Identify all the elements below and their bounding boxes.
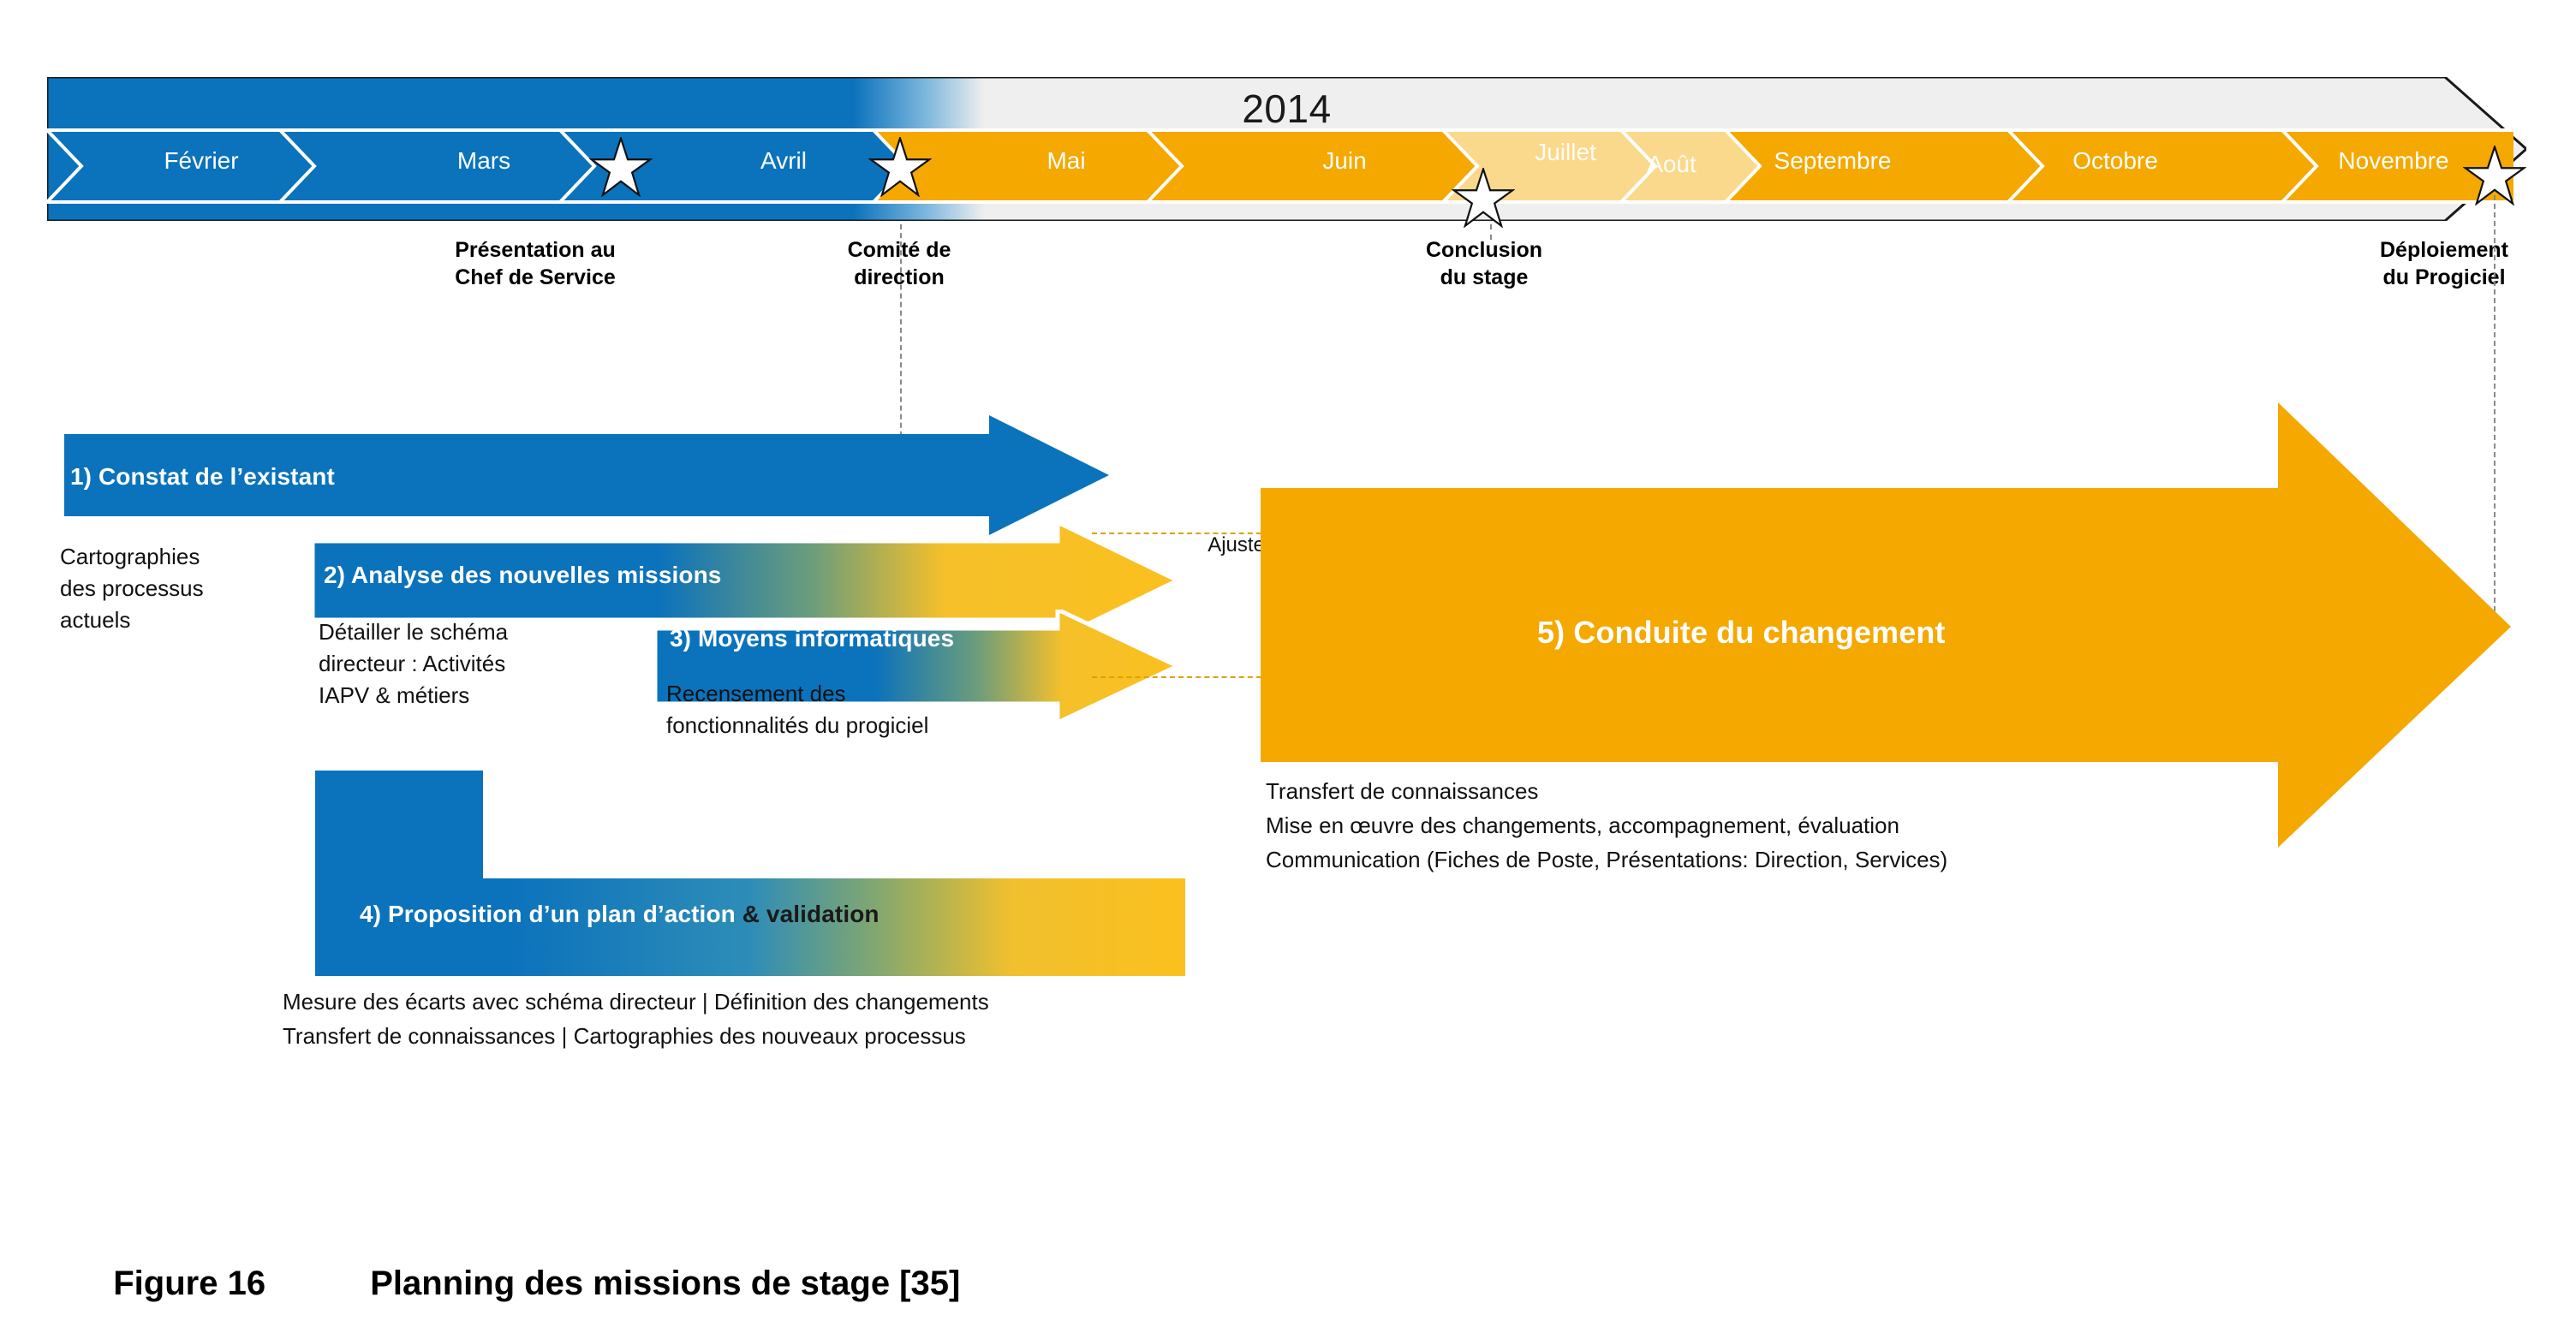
month-label-octobre: Octobre — [2072, 147, 2158, 174]
task-5-title-text: 5) Conduite du changement — [1537, 615, 1946, 650]
task-1-title: 1) Constat de l’existant — [70, 463, 335, 491]
star-icon — [588, 134, 653, 198]
task-4-title-text: 4) Proposition d’un plan d’action — [360, 901, 742, 927]
task-3-title: 3) Moyens informatiques — [670, 625, 954, 652]
task-4-title-suffix: & validation — [742, 901, 880, 927]
milestone-label-comite: Comité de direction — [847, 238, 951, 289]
task-2-title: 2) Analyse des nouvelles missions — [324, 562, 721, 589]
month-label-juillet: Juillet — [1535, 139, 1596, 165]
figure-title: Planning des missions de stage [35] — [370, 1265, 961, 1302]
guide-line-comite — [900, 224, 902, 454]
month-label-mars: Mars — [456, 147, 511, 174]
month-label-aout: Août — [1647, 151, 1696, 177]
star-icon — [868, 134, 933, 198]
task-5-title: 5) Conduite du changement — [1537, 615, 1946, 651]
milestone-label-conclusion: Conclusion du stage — [1425, 238, 1543, 289]
guide-line-deploiement — [2494, 195, 2496, 637]
milestone-label-presentation: Présentation au Chef de Service — [455, 238, 616, 289]
month-label-septembre: Septembre — [1774, 147, 1892, 174]
month-label-mai: Mai — [1046, 147, 1086, 174]
task-bar-4[interactable] — [315, 771, 1185, 976]
task-5-desc: Transfert de connaissances Mise en œuvre… — [1266, 778, 1948, 872]
month-label-avril: Avril — [760, 147, 807, 174]
month-label-fevrier: Février — [164, 147, 239, 174]
task-2-desc: Détailler le schéma directeur : Activité… — [319, 619, 509, 708]
task-bar-5[interactable] — [1261, 402, 2511, 848]
star-icon — [2462, 143, 2527, 206]
guide-line-conclusion — [1490, 224, 1492, 240]
task-2-title-text: 2) Analyse des nouvelles missions — [324, 562, 722, 588]
timeline-year-label: 2014 — [1242, 86, 1332, 131]
timeline-band — [47, 77, 2526, 221]
month-label-juin: Juin — [1322, 147, 1367, 174]
task-bar-1[interactable] — [64, 415, 1109, 535]
figure-caption: Figure 16 Planning des missions de stage … — [94, 1226, 960, 1303]
task-bar-2[interactable] — [313, 522, 1178, 639]
figure-number: Figure 16 — [113, 1265, 266, 1302]
task-1-title-text: 1) Constat de l’existant — [70, 463, 335, 490]
task-4-title: 4) Proposition d’un plan d’action & vali… — [360, 901, 880, 928]
task-3-desc: Recensement des fonctionnalités du progi… — [666, 681, 929, 738]
star-icon — [1451, 165, 1516, 229]
task-1-desc: Cartographies des processus actuels — [60, 544, 204, 633]
task-bar-3[interactable] — [655, 610, 1178, 723]
task-3-title-text: 3) Moyens informatiques — [670, 625, 955, 652]
task-4-desc: Mesure des écarts avec schéma directeur … — [283, 989, 989, 1050]
month-label-novembre: Novembre — [2338, 147, 2449, 174]
milestone-label-deploiement: Déploiement du Progiciel — [2379, 238, 2509, 289]
